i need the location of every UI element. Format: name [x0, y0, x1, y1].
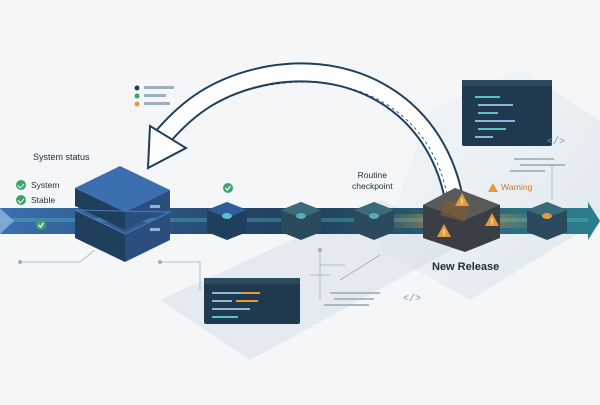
node-2 [281, 202, 321, 240]
code-panel-bottom [204, 278, 300, 324]
status-item-label: System [31, 180, 60, 190]
code-icon-bottom: </> [403, 293, 421, 305]
server-stack [74, 166, 171, 262]
status-item-label: Stable [31, 195, 56, 205]
warning-icon: ! ! ! [437, 193, 499, 238]
node-1-check-icon [223, 183, 233, 193]
node-1 [207, 202, 247, 240]
server-check-icon [36, 220, 46, 230]
node-checkpoint [354, 202, 394, 240]
warning-triangle-icon [488, 182, 498, 192]
pipeline-arrowhead [588, 202, 600, 240]
placeholder-lines [324, 158, 565, 306]
code-panel-top [462, 80, 552, 146]
warning-label: Warning [501, 182, 533, 192]
warning-callout: Warning [488, 182, 532, 192]
guide-lines [20, 165, 553, 300]
svg-text:!: ! [491, 218, 494, 227]
return-arrowhead [146, 124, 189, 170]
legend-list [134, 85, 174, 107]
status-item-stable: Stable [16, 195, 55, 205]
check-circle-icon [16, 195, 26, 205]
svg-text:!: ! [443, 229, 446, 238]
status-title: System status [33, 152, 90, 162]
check-circle-icon [16, 180, 26, 190]
code-icon-top: </> [547, 136, 565, 148]
status-item-system: System [16, 180, 59, 190]
node-final [527, 202, 567, 240]
release-label: New Release [432, 261, 500, 273]
svg-text:!: ! [461, 198, 464, 207]
